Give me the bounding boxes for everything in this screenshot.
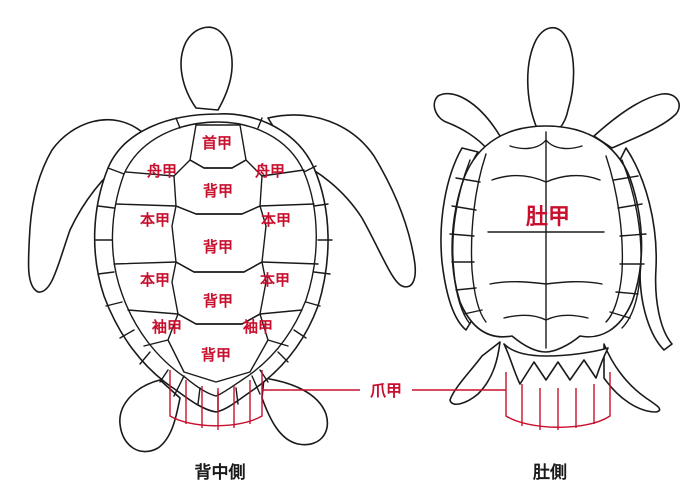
label-costal-left-1: 本甲 [140, 211, 170, 229]
dorsal-claw-bracket [169, 370, 263, 430]
ventral-head [526, 27, 575, 131]
claw-plate-callout: 爪甲 [262, 381, 506, 400]
dorsal-carapace [93, 113, 329, 413]
dorsal-left-hind-flipper [119, 379, 181, 453]
label-neural-2: 背甲 [203, 238, 233, 256]
dorsal-marginal-ticks [95, 117, 333, 383]
dorsal-head [180, 26, 233, 111]
caption-dorsal: 背中側 [195, 462, 246, 483]
label-costal-right-2: 本甲 [260, 271, 290, 289]
ventral-right-bridge [605, 155, 647, 329]
ventral-plastron [451, 125, 643, 353]
dorsal-right-hind-flipper [261, 377, 329, 446]
label-sleeve-right: 袖甲 [243, 318, 273, 336]
ventral-right-front-flipper [593, 93, 680, 149]
ventral-tail-region-right [603, 343, 661, 413]
ventral-tail-plates [503, 343, 609, 385]
dorsal-costal-seams [113, 169, 319, 347]
label-nuchal: 首甲 [202, 134, 232, 152]
ventral-plastron-seams [487, 131, 605, 349]
ventral-left-front-flipper [433, 92, 501, 151]
ventral-claw-bracket [505, 372, 611, 430]
label-neural-1: 背甲 [203, 182, 233, 200]
label-claw-plate: 爪甲 [370, 381, 402, 400]
label-boat-left: 舟甲 [147, 162, 177, 180]
label-costal-left-2: 本甲 [140, 271, 170, 289]
ventral-view: 肚甲 肚側 [433, 27, 680, 483]
label-neural-3: 背甲 [203, 292, 233, 310]
label-boat-right: 舟甲 [255, 162, 285, 180]
dorsal-view: 首甲 舟甲 舟甲 背甲 本甲 本甲 背甲 本甲 本甲 背甲 袖甲 袖甲 背甲 背… [27, 26, 417, 483]
label-neural-4: 背甲 [201, 346, 231, 364]
dorsal-marginal-ring [111, 121, 317, 397]
label-costal-right-1: 本甲 [261, 211, 291, 229]
ventral-tail-region [449, 341, 501, 406]
caption-ventral: 肚側 [533, 462, 567, 483]
label-plastron: 肚甲 [526, 205, 570, 230]
label-sleeve-left: 袖甲 [152, 318, 182, 336]
ventral-left-bridge [449, 153, 487, 325]
